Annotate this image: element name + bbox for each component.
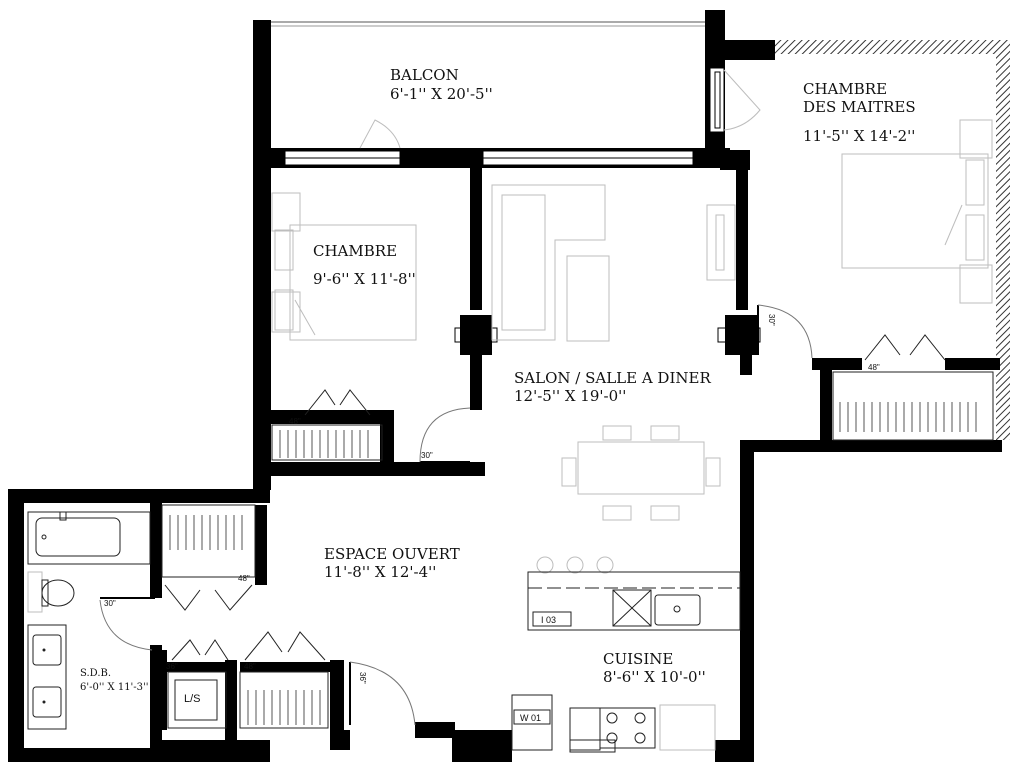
cuisine-dims: 8'-6'' X 10'-0'' [603,668,706,686]
interior-walls [150,148,1000,755]
chambre-closet-dim: 48" [289,417,301,426]
balcony: BALCON 6'-1'' X 20'-5'' [271,21,705,149]
sdb-door-dim: 30" [104,599,116,608]
salon-room: SALON / SALLE A DINER 12'-5'' X 19'-0'' … [491,184,813,521]
chambre-room: CHAMBRE 9'-6'' X 11'-8'' 48" 30" [271,192,471,463]
ls-label: L/S [184,693,201,705]
entry-closet-dim: 48" [244,662,256,671]
salon-name: SALON / SALLE A DINER [514,369,711,387]
balcon-name: BALCON [390,66,459,84]
maitres-closet-dim: 48" [868,363,880,372]
maitres-dims: 11'-5'' X 14'-2'' [803,127,915,145]
espace-name: ESPACE OUVERT [324,545,460,563]
w01-label: W 01 [520,713,541,723]
maitres-door-dim: 30" [767,314,776,326]
sdb-name: S.D.B. [80,668,111,679]
ls-closet-dim: 36" [166,662,178,671]
espace-dims: 11'-8'' X 12'-4'' [324,563,436,581]
bathroom: S.D.B. 6'-0'' X 11'-3'' 30" [27,511,155,730]
chambre-dims: 9'-6'' X 11'-8'' [313,270,416,288]
maitres-name-1: CHAMBRE [803,80,887,98]
io3-label: I 03 [541,615,556,625]
master-balcony-door [709,67,761,133]
chambre-door-dim: 30" [421,451,433,460]
cuisine-name: CUISINE [603,650,673,668]
kitchen: I 03 W 01 CUISINE 8'-6'' X 10'-0'' [511,556,741,753]
sdb-dims: 6'-0'' X 11'-3'' [80,682,149,693]
maitres-name-2: DES MAITRES [803,98,916,116]
hall-closet-dim: 48" [238,574,250,583]
salon-dims: 12'-5'' X 19'-0'' [514,387,626,405]
balcon-dims: 6'-1'' X 20'-5'' [390,85,493,103]
entry-door-dim: 36" [358,672,367,684]
master-room: CHAMBRE DES MAITRES 11'-5'' X 14'-2'' 48… [803,80,994,441]
open-space: ESPACE OUVERT 11'-8'' X 12'-4'' 48" L/S … [161,504,460,729]
chambre-name: CHAMBRE [313,242,397,260]
